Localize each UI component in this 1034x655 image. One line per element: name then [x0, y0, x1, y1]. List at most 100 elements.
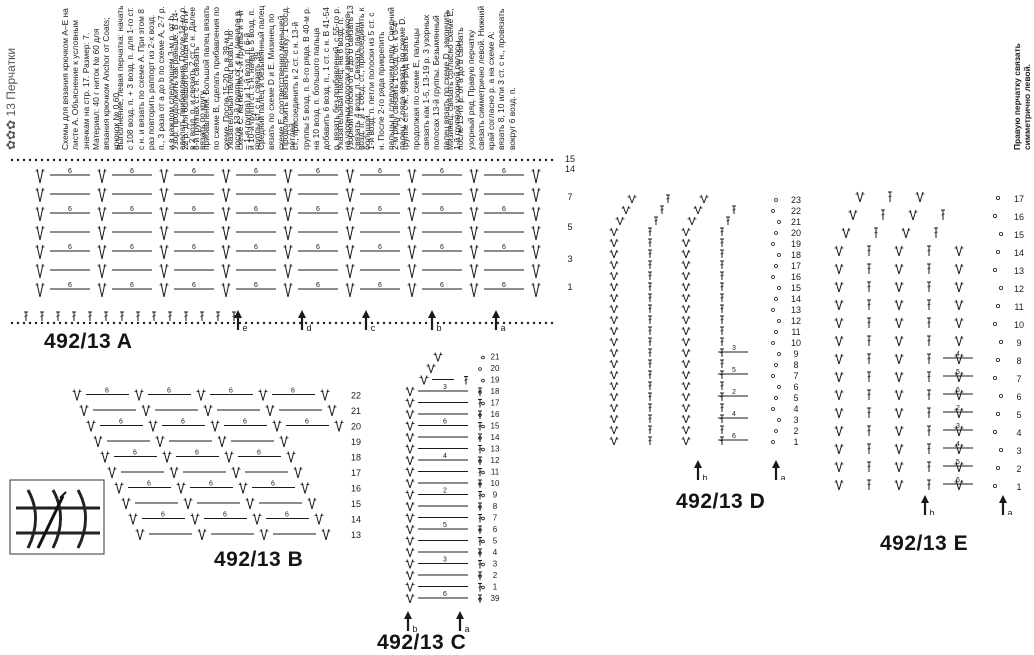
stitch-count: 6 — [254, 206, 258, 213]
arrow-head — [456, 611, 464, 619]
picot — [481, 447, 485, 452]
chain-dot — [322, 321, 326, 325]
chain-dot — [424, 158, 428, 162]
stitch-mark — [406, 536, 411, 546]
row-number: 2 — [1016, 464, 1021, 474]
stitch-mark — [685, 370, 690, 380]
chain-dot — [190, 321, 194, 325]
stitch-mark — [610, 293, 615, 303]
chain-dot — [478, 158, 482, 162]
stitch-mark — [648, 340, 652, 343]
chain-dot — [208, 158, 212, 162]
stitch-mark — [406, 467, 411, 477]
row-number: 12 — [1014, 284, 1024, 294]
stitch-mark — [660, 208, 664, 211]
chain-dot — [196, 321, 200, 325]
chain-dot — [172, 321, 176, 325]
chain-dot — [496, 321, 500, 325]
stitch-mark — [912, 209, 917, 221]
stitch-mark — [406, 559, 411, 569]
stitch-mark — [881, 213, 885, 216]
stitch-mark — [682, 271, 687, 281]
row-number: 13 — [351, 530, 361, 540]
stitch-mark — [648, 351, 652, 354]
stitch-mark — [685, 425, 690, 435]
chain-dot — [520, 158, 524, 162]
row-number: 39 — [491, 594, 500, 603]
stitch-mark — [648, 362, 652, 365]
row-number: 13 — [791, 305, 801, 315]
stitch-mark — [898, 299, 903, 311]
stitch-mark — [613, 315, 618, 325]
picot — [478, 390, 482, 394]
stitch-mark — [682, 337, 687, 347]
chain-dot — [244, 321, 248, 325]
stitch-count: 2 — [732, 389, 736, 396]
picot — [992, 321, 997, 326]
stitch-mark — [406, 444, 411, 454]
stitch-mark — [888, 195, 892, 198]
chain-dot — [112, 158, 116, 162]
stitch-mark — [409, 455, 414, 466]
chain-dot — [502, 158, 506, 162]
chain-dot — [106, 321, 110, 325]
arrow-head — [234, 310, 242, 318]
arrow-head — [772, 460, 780, 468]
stitch-mark — [898, 263, 903, 275]
stitch-count: 5 — [732, 367, 736, 374]
stitch-mark — [648, 439, 652, 442]
stitch-mark — [648, 263, 652, 266]
chain-dot — [304, 321, 308, 325]
stitch-mark — [720, 329, 724, 332]
stitch-mark — [927, 339, 931, 342]
chain-dot — [262, 158, 266, 162]
chain-dot — [436, 321, 440, 325]
stitch-count: 6 — [181, 419, 185, 426]
stitch-mark — [685, 227, 690, 237]
chain-dot — [184, 158, 188, 162]
stitch-count: 6 — [291, 388, 295, 395]
row-number: 1 — [1016, 482, 1021, 492]
marker-a: a — [464, 624, 469, 633]
chain-dot — [544, 158, 548, 162]
chain-dot — [118, 321, 122, 325]
stitch-mark — [835, 281, 840, 293]
chain-dot — [472, 321, 476, 325]
stitch-count: 3 — [956, 423, 960, 430]
stitch-mark — [835, 443, 840, 455]
chain-dot — [76, 321, 80, 325]
chain-dot — [286, 321, 290, 325]
stitch-mark — [838, 353, 843, 365]
instruction-column: Узор: продолжить как раньше. В 14-22 р. … — [170, 5, 263, 150]
row-number: 16 — [791, 272, 801, 282]
stitch-mark — [909, 209, 914, 221]
picot — [774, 198, 778, 202]
row-number: 10 — [791, 338, 801, 348]
stitch-mark — [895, 299, 900, 311]
stitch-mark — [628, 194, 633, 204]
picot — [478, 413, 482, 417]
stitch-mark — [409, 421, 414, 431]
stitch-count: 6 — [305, 419, 309, 426]
arrow-head — [362, 310, 370, 318]
row-number: 11 — [491, 468, 500, 477]
stitch-mark — [648, 395, 652, 398]
picot — [774, 297, 778, 301]
stitch-mark — [682, 425, 687, 435]
chain-dot — [382, 321, 386, 325]
stitch-mark — [958, 299, 963, 311]
stitch-mark — [406, 582, 411, 592]
stitch-mark — [845, 227, 850, 239]
stitch-mark — [613, 392, 618, 402]
chain-dot — [382, 158, 386, 162]
picot — [478, 551, 482, 555]
row-number: 15 — [491, 422, 500, 431]
chain-dot — [214, 321, 218, 325]
stitch-mark — [654, 219, 658, 222]
stitch-mark — [927, 321, 931, 324]
chain-dot — [226, 321, 230, 325]
arrow-head — [492, 310, 500, 318]
chain-dot — [490, 158, 494, 162]
chain-dot — [316, 321, 320, 325]
chain-dot — [184, 321, 188, 325]
